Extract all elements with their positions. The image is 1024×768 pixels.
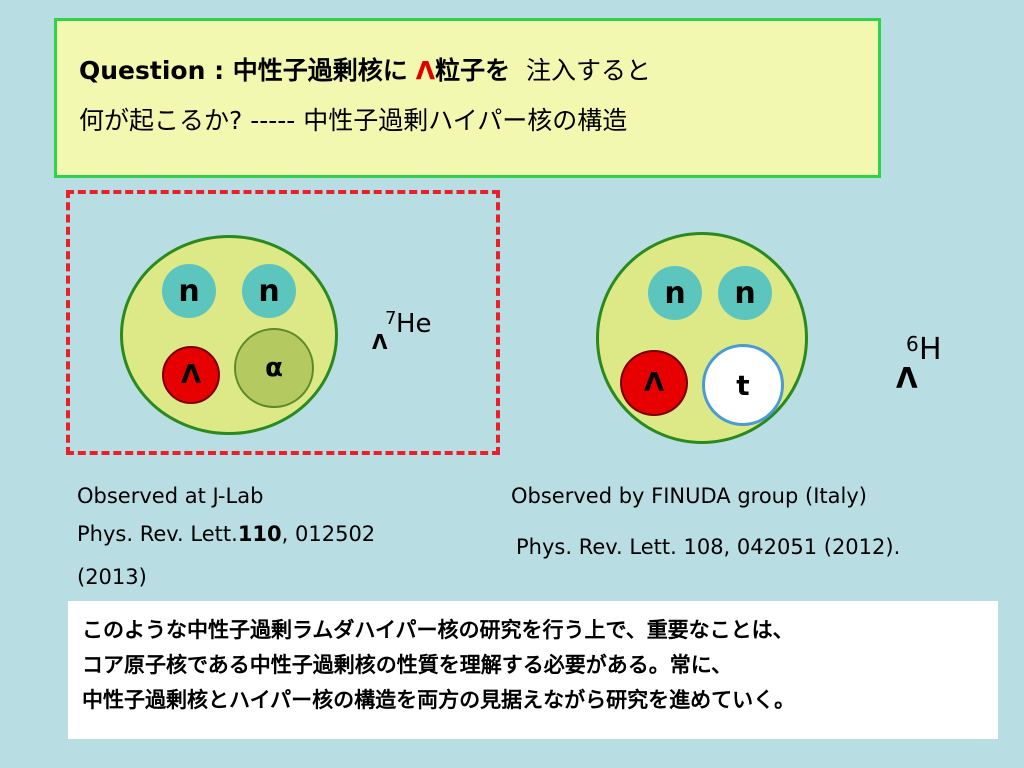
left-lambda-particle: Λ	[162, 346, 220, 404]
left-ref-line-3: (2013)	[77, 565, 147, 589]
right-lambda-particle: Λ	[620, 350, 688, 416]
question-box: Question : 中性子過剰核に Λ粒子を 注入すると 何が起こるか? --…	[54, 18, 881, 178]
right-neutron-2: n	[718, 266, 772, 320]
question-suffix: 粒子を	[435, 56, 511, 85]
left-neutron-2: n	[242, 264, 296, 318]
left-nucleus	[120, 235, 338, 435]
question-prefix: Question : 中性子過剰核に	[79, 56, 408, 85]
question-tail: 注入すると	[526, 56, 652, 85]
right-ref-line-2: Phys. Rev. Lett. 108, 042051 (2012).	[516, 535, 901, 559]
left-ref-journal: Phys. Rev. Lett.	[77, 522, 238, 546]
summary-line-1: このような中性子過剰ラムダハイパー核の研究を行う上で、重要なことは、	[82, 618, 794, 642]
left-alpha-core: α	[234, 328, 314, 408]
right-ref-line-1: Observed by FINUDA group (Italy)	[511, 484, 867, 508]
left-ref-volume: 110	[237, 522, 282, 546]
right-neutron-1: n	[648, 266, 702, 320]
right-lambda-subscript: Λ	[896, 362, 918, 395]
left-ref-page: , 012502	[281, 522, 376, 546]
left-lambda-subscript: Λ	[372, 330, 388, 354]
right-nucleus	[596, 232, 808, 444]
left-neutron-1: n	[162, 264, 216, 318]
left-ref-line-2: Phys. Rev. Lett.110, 012502	[77, 522, 375, 546]
left-element-symbol: He	[396, 309, 432, 339]
question-line-2: 何が起こるか? ----- 中性子過剰ハイパー核の構造	[79, 106, 628, 135]
question-lambda: Λ	[415, 56, 436, 85]
right-triton-core: t	[702, 344, 784, 426]
summary-line-3: 中性子過剰核とハイパー核の構造を両方の見据えながら研究を進めていく。	[82, 688, 796, 712]
left-mass-number: 7	[385, 308, 397, 329]
summary-box: このような中性子過剰ラムダハイパー核の研究を行う上で、重要なことは、 コア原子核…	[68, 601, 998, 739]
highlight-dashed-box	[66, 190, 500, 455]
right-mass-number: 6	[906, 332, 919, 356]
summary-line-2: コア原子核である中性子過剰核の性質を理解する必要がある。常に、	[82, 653, 733, 677]
left-ref-line-1: Observed at J-Lab	[77, 484, 264, 508]
question-line-1: Question : 中性子過剰核に Λ粒子を 注入すると	[79, 51, 651, 87]
right-element-symbol: H	[919, 332, 942, 367]
